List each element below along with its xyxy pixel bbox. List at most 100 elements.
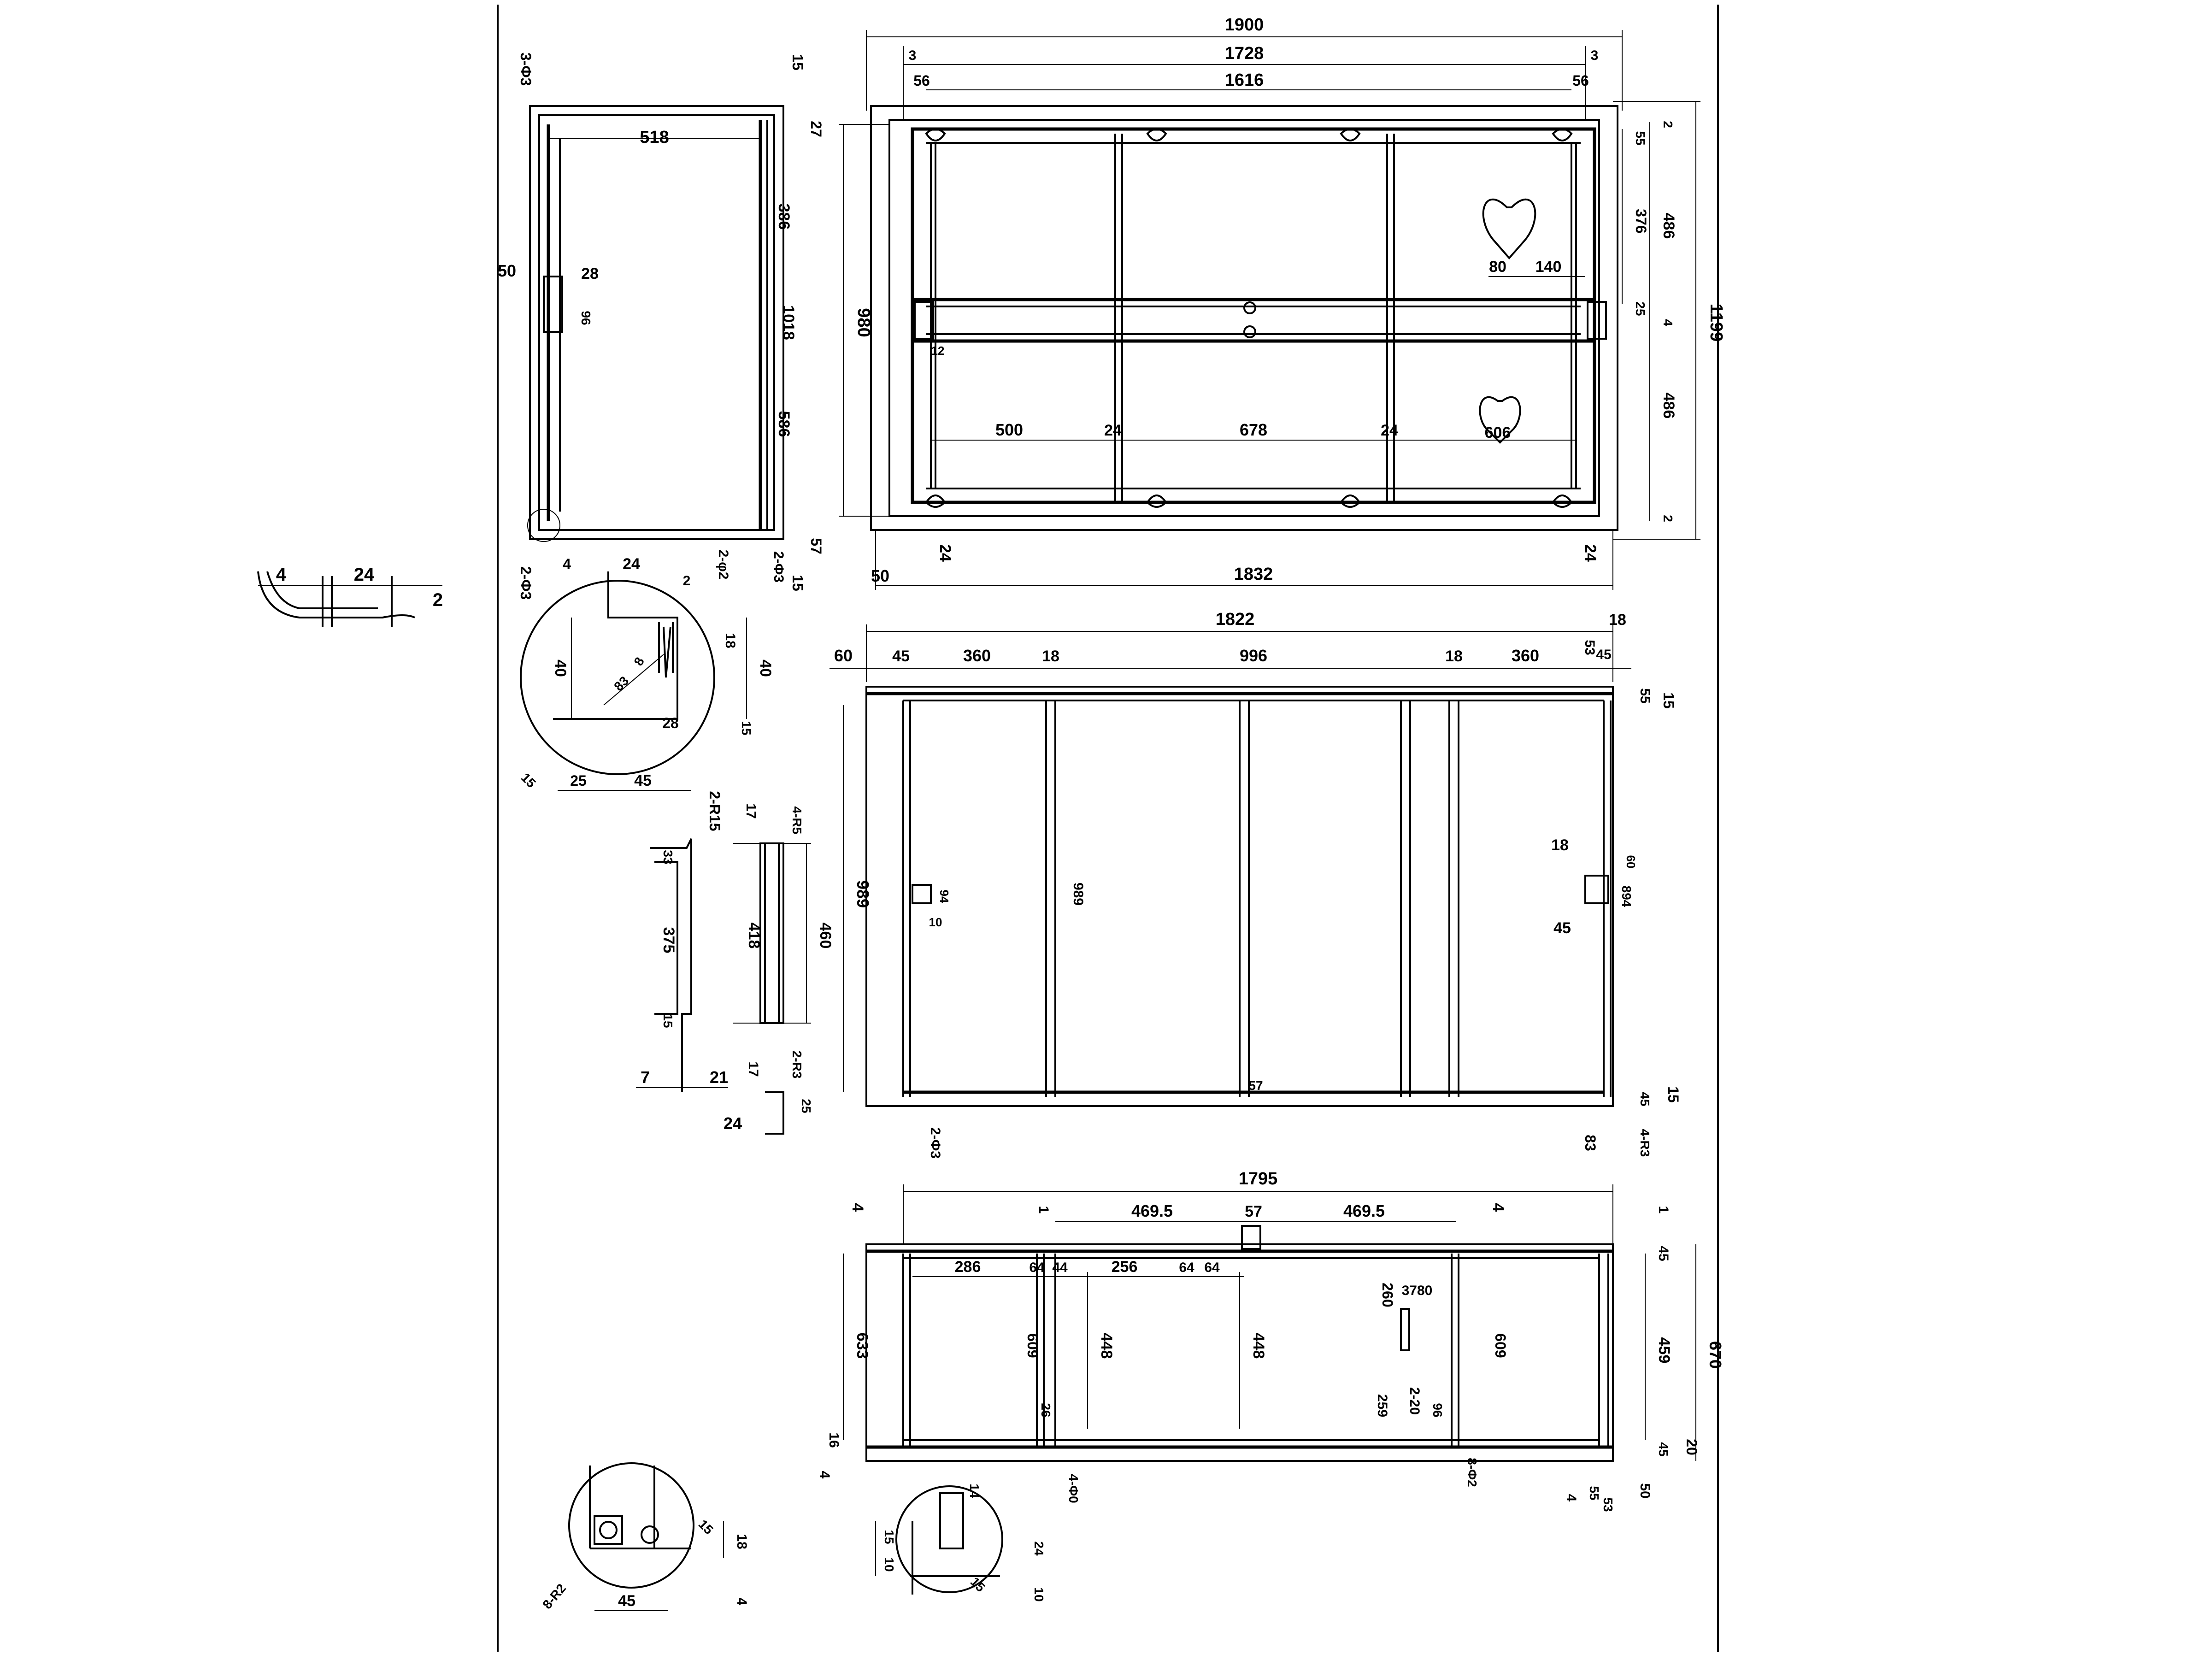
dim-386: 386: [775, 204, 793, 230]
dim-2-detail: 2: [683, 573, 691, 589]
dim-17-top: 17: [743, 803, 759, 818]
label-2-83-front: 2-Φ3: [928, 1127, 943, 1159]
inset-dim-4: 4: [276, 565, 287, 585]
dim-18-sep-right: 18: [1445, 647, 1463, 665]
label-3780: 3780: [1402, 1283, 1433, 1298]
dim-21: 21: [710, 1068, 728, 1087]
dim-15-front-bot: 15: [1665, 1086, 1682, 1103]
dim-25-bracket: 25: [799, 1099, 813, 1113]
heart-lower-icon: [1479, 396, 1521, 444]
dim-259: 259: [1375, 1394, 1390, 1417]
top-view: 1900 1728 3 3 1616 56 56: [839, 15, 1726, 590]
dim-989-front: 989: [853, 880, 872, 908]
dim-55-front: 55: [1637, 688, 1653, 703]
dim-18-detail: 18: [723, 633, 738, 648]
dim-80: 80: [1489, 258, 1506, 276]
dim-10-front: 10: [929, 915, 942, 929]
dim-45-front-right: 45: [1596, 647, 1611, 662]
dim-10-small-right: 10: [882, 1557, 896, 1572]
dim-459: 459: [1655, 1337, 1673, 1364]
label-4-r3: 4-R3: [1638, 1129, 1652, 1157]
dim-26-lower: 26: [1039, 1403, 1053, 1417]
dim-45-front-mid: 45: [1553, 919, 1571, 937]
dim-15-top: 15: [789, 54, 806, 71]
dim-609-right: 609: [1492, 1333, 1509, 1358]
dim-989-inner: 989: [1071, 883, 1086, 906]
top-frame-inner: [888, 119, 1600, 517]
label-2-83-left: 2-Φ3: [518, 566, 534, 600]
dim-1616: 1616: [1225, 71, 1264, 90]
dim-24-small-right: 24: [1032, 1541, 1046, 1556]
dim-518: 518: [640, 128, 669, 147]
label-2-r3: 2-R3: [790, 1051, 804, 1079]
dim-1-lower: 1: [1036, 1206, 1051, 1214]
label-4-60: 4-Φ0: [1066, 1474, 1081, 1503]
dim-64-c: 64: [1204, 1260, 1220, 1275]
dim-55-lower: 55: [1587, 1486, 1601, 1500]
dim-469-left: 469.5: [1131, 1201, 1173, 1220]
dim-18-sep-left: 18: [1042, 647, 1059, 665]
dim-376: 376: [1633, 209, 1649, 233]
dim-606: 606: [1485, 424, 1511, 441]
dim-60-front-right: 60: [1624, 855, 1638, 869]
dim-2-bottom: 2: [1661, 515, 1675, 522]
dim-7: 7: [641, 1068, 650, 1087]
dim-33-bracket: 33: [661, 850, 675, 864]
dim-286: 286: [955, 1258, 981, 1276]
dim-64-a: 64: [1029, 1260, 1045, 1275]
dim-4-lower-bot: 4: [1564, 1494, 1579, 1502]
dim-360-right: 360: [1512, 646, 1539, 665]
dim-24-leg-l: 24: [936, 544, 954, 562]
dim-469-right: 469.5: [1343, 1201, 1385, 1220]
bracket-a: 2-R15 33 375 15 7 21: [636, 791, 728, 1092]
radius-8-detail: 8: [631, 655, 647, 668]
dim-4-lower-b: 4: [817, 1471, 832, 1479]
marker-b: 3: [1591, 48, 1599, 63]
heart-upper-icon: [1482, 198, 1536, 260]
dim-64-b: 64: [1179, 1260, 1194, 1275]
dim-50-left: 50: [871, 566, 889, 585]
detail-circle: 40 40 18 4 24 2 2-φ2 28 15 25 45 15 8 83: [518, 550, 774, 791]
dim-57-front: 57: [1248, 1078, 1263, 1093]
dim-17-bot: 17: [746, 1061, 761, 1077]
dim-28-detail: 28: [662, 715, 679, 731]
dim-28-side: 28: [581, 265, 599, 283]
dim-55: 55: [1633, 131, 1647, 145]
dim-448-a: 448: [1098, 1333, 1115, 1359]
hook-icon: [925, 128, 946, 141]
label-8-52: 8-Φ2: [1465, 1458, 1479, 1487]
dim-500: 500: [995, 420, 1023, 439]
dim-18-small: 18: [734, 1534, 749, 1549]
dim-50-lower: 50: [1637, 1483, 1653, 1498]
label-2-20: 2-20: [1407, 1387, 1422, 1415]
dim-44: 44: [1052, 1260, 1068, 1275]
dim-633: 633: [853, 1333, 871, 1359]
dim-418: 418: [745, 923, 763, 949]
dim-15-detail: 15: [739, 721, 753, 735]
dim-4-detail: 4: [563, 556, 571, 572]
label-8-r2: 8-R2: [540, 1581, 569, 1612]
dim-25-mid: 25: [1633, 301, 1647, 316]
angle-small-left: 15: [696, 1517, 716, 1537]
front-frame-outer: [865, 686, 1614, 1107]
dim-894: 894: [1619, 886, 1634, 907]
dim-57-side: 57: [808, 538, 824, 554]
dim-15-front-top: 15: [1660, 692, 1677, 709]
angle-15-detail: 15: [518, 770, 539, 790]
dim-27: 27: [808, 121, 824, 137]
dim-14-small-right: 14: [967, 1483, 982, 1498]
dim-40-left: 40: [552, 659, 569, 677]
dim-448-b: 448: [1250, 1333, 1267, 1359]
dim-1728: 1728: [1225, 44, 1264, 63]
dim-40-right: 40: [757, 659, 774, 677]
dim-10-small-right-b: 10: [1032, 1587, 1046, 1601]
dim-2-top: 2: [1661, 121, 1675, 128]
dim-45-small: 45: [618, 1592, 635, 1610]
dim-996: 996: [1240, 646, 1267, 665]
dim-1795: 1795: [1239, 1169, 1278, 1189]
dim-460: 460: [817, 923, 834, 949]
top-frame-rail: [911, 127, 1596, 504]
side-frame-outer: [529, 105, 784, 540]
